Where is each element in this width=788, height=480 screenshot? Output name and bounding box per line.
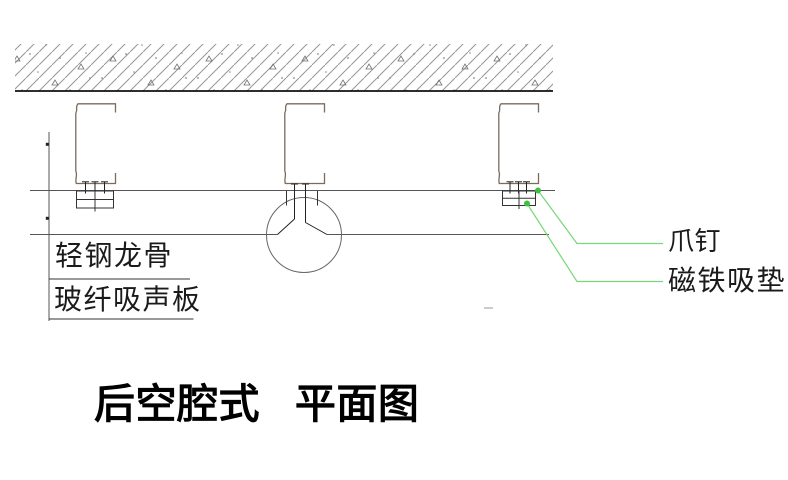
magnet-pad-left (76, 190, 114, 212)
steel-channel-left (75, 103, 117, 185)
leader-magnet-pad (524, 200, 663, 283)
steel-channel-middle (284, 103, 326, 185)
drawing-title: 后空腔式 平面图 (94, 381, 420, 427)
left-callout-leader (45, 132, 194, 321)
leader-claw-nail (535, 187, 663, 245)
label-claw-nail: 爪钉 (668, 227, 722, 256)
label-magnet-pad: 磁铁吸垫 (668, 266, 787, 297)
claw-nails-right (506, 181, 530, 194)
magnet-pad-right (502, 190, 536, 209)
ceiling-slab-hatch (15, 44, 553, 92)
steel-channel-right (498, 103, 540, 185)
label-light-steel-keel: 轻钢龙骨 (55, 241, 174, 272)
detail-circle-claw (266, 183, 342, 273)
label-glass-fiber-acoustic-panel: 玻纤吸声板 (54, 285, 202, 316)
